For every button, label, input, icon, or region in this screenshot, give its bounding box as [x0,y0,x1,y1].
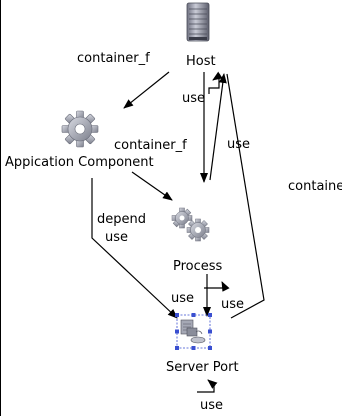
process-label: Process [173,259,223,274]
edge-process-self-use[interactable] [204,281,230,292]
appcomp-label: Appication Component [5,155,154,170]
serverport-label: Server Port [166,360,239,375]
host-label: Host [186,54,216,69]
edge-label-depend: depend [97,212,146,227]
edge-host-self-use[interactable] [208,71,223,94]
gears-icon[interactable] [171,207,210,242]
gear-icon[interactable] [61,110,99,148]
edge-host-to-appcomp[interactable] [123,71,170,109]
edge-appcomp-to-process[interactable] [131,171,173,201]
edge-process-to-host[interactable] [209,73,227,181]
edge-label-depend-use: use [105,230,128,245]
edge-host-to-serverport[interactable] [226,73,265,319]
edge-appcomp-to-serverport[interactable] [91,178,178,319]
server-port-icon[interactable] [175,313,212,350]
edge-serverport-self-use[interactable] [197,379,218,393]
edge-label-serverport-self: use [200,398,223,413]
edge-label-process-host: use [227,137,250,152]
edge-label-host-appcomp: container_f [77,51,150,66]
server-tower-icon[interactable] [186,2,210,42]
edge-label-host-process: container_f [114,138,187,153]
edge-label-process-serverport: use [171,291,194,306]
edge-label-host-self: use [182,91,205,106]
edge-label-serverport-host: use [221,297,244,312]
edge-label-host-serverport: container_f [288,179,342,194]
